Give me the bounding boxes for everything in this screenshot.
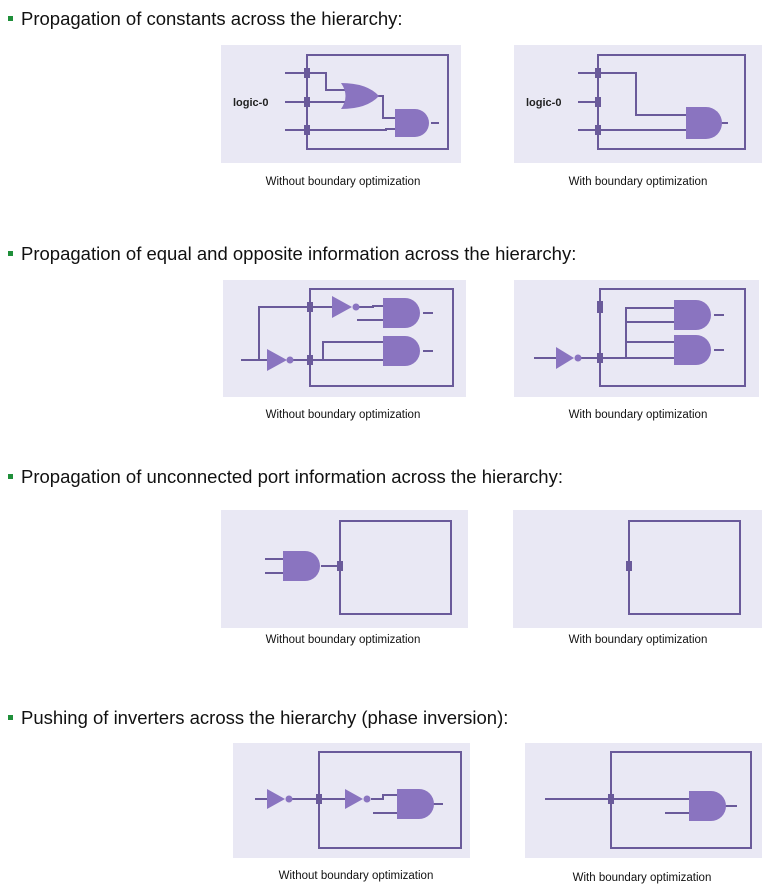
- circuit-constants-without: logic-0: [233, 54, 449, 150]
- section-3-title: Propagation of unconnected port informat…: [21, 466, 563, 487]
- caption-unconnected-without: Without boundary optimization: [265, 634, 421, 646]
- diagram-constants-without: logic-0: [221, 45, 461, 163]
- section-4-title: Pushing of inverters across the hierarch…: [21, 707, 509, 728]
- caption-inverters-without: Without boundary optimization: [278, 870, 434, 882]
- caption-unconnected-with: With boundary optimization: [568, 634, 708, 646]
- section-1-title: Propagation of constants across the hier…: [21, 8, 403, 29]
- bullet-icon: [8, 250, 13, 256]
- section-2-title: Propagation of equal and opposite inform…: [21, 243, 577, 264]
- section-2-heading: Propagation of equal and opposite inform…: [8, 243, 576, 265]
- caption-inverters-with: With boundary optimization: [572, 872, 712, 884]
- circuit-equal-opposite-with: [534, 288, 746, 387]
- circuit-unconnected-with: [626, 520, 741, 615]
- caption-equal-opposite-without: Without boundary optimization: [265, 409, 421, 421]
- logic-0-label-right: logic-0: [526, 97, 561, 109]
- section-4-heading: Pushing of inverters across the hierarch…: [8, 707, 508, 729]
- circuit-inverters-without: [255, 751, 462, 849]
- diagram-inverters-without: [233, 743, 470, 858]
- caption-constants-without: Without boundary optimization: [265, 176, 421, 188]
- diagram-constants-with: logic-0: [514, 45, 762, 163]
- circuit-unconnected-without: [265, 520, 452, 615]
- logic-0-label: logic-0: [233, 97, 268, 109]
- section-1-heading: Propagation of constants across the hier…: [8, 8, 403, 30]
- circuit-constants-with: logic-0: [526, 54, 746, 150]
- bullet-icon: [8, 473, 13, 479]
- diagram-unconnected-without: [221, 510, 468, 628]
- caption-equal-opposite-with: With boundary optimization: [568, 409, 708, 421]
- diagram-equal-opposite-with: [514, 280, 759, 397]
- circuit-equal-opposite-without: [241, 288, 454, 387]
- diagram-equal-opposite-without: [223, 280, 466, 397]
- circuit-inverters-with: [545, 751, 752, 849]
- diagram-unconnected-with: [513, 510, 762, 628]
- diagram-inverters-with: [525, 743, 762, 858]
- bullet-icon: [8, 15, 13, 21]
- bullet-icon: [8, 714, 13, 720]
- caption-constants-with: With boundary optimization: [568, 176, 708, 188]
- section-3-heading: Propagation of unconnected port informat…: [8, 466, 563, 488]
